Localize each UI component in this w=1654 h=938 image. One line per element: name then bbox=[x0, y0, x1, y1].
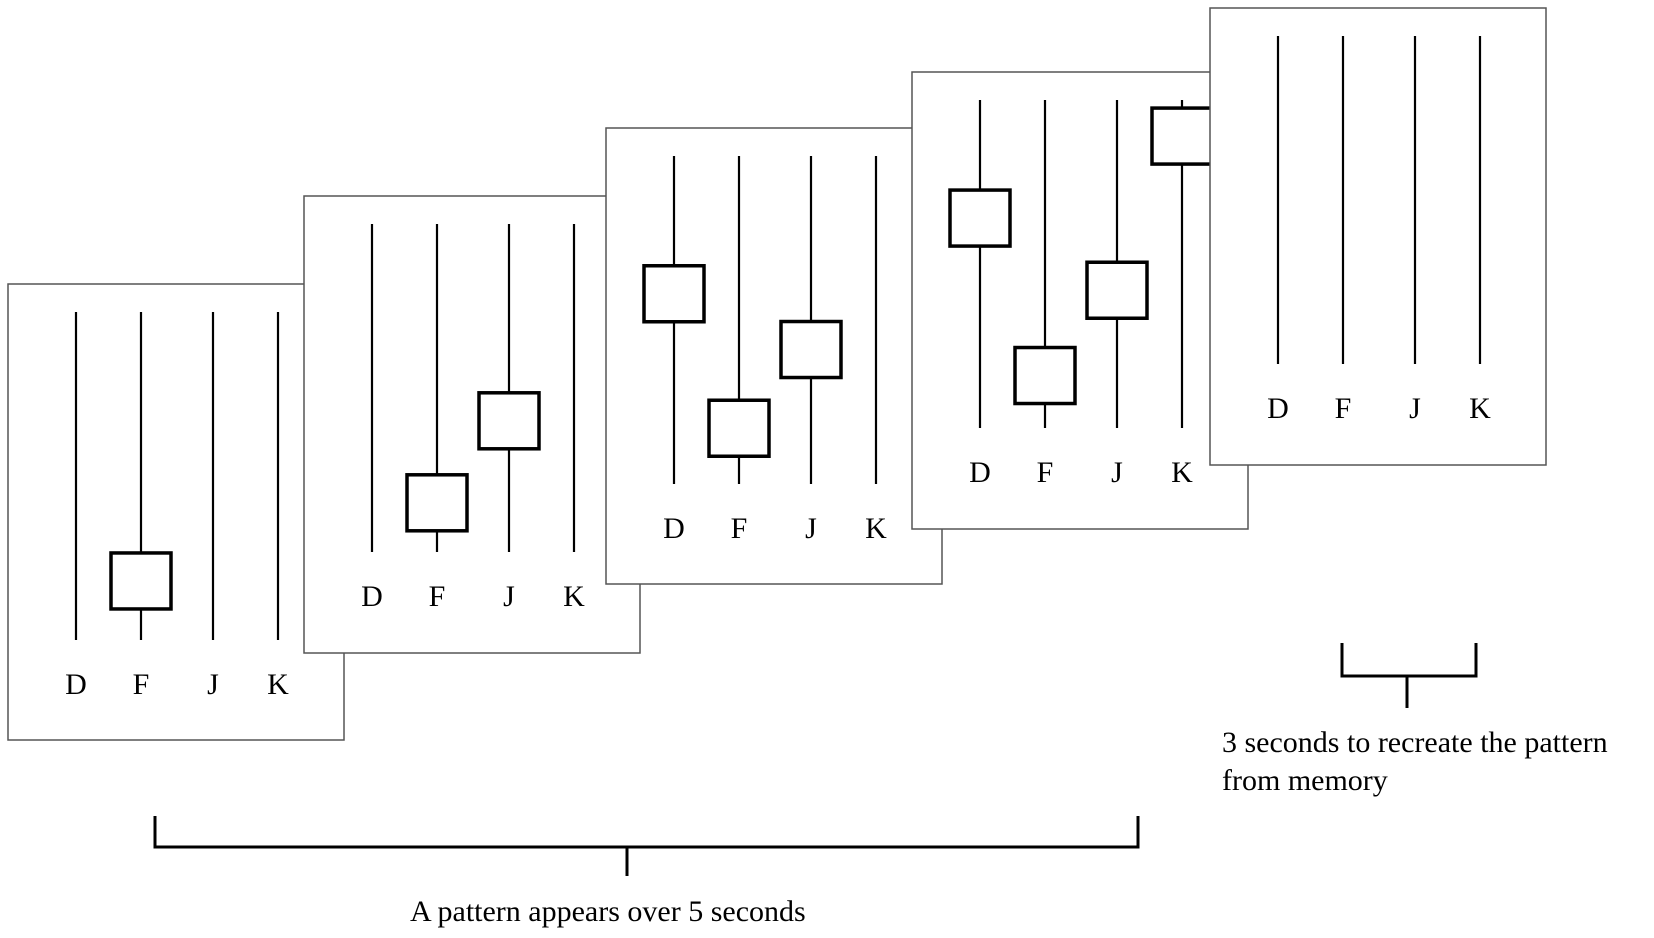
key-label-j: J bbox=[1409, 392, 1421, 425]
key-label-d: D bbox=[663, 512, 685, 545]
key-label-k: K bbox=[267, 668, 289, 701]
recreate-caption-line2: from memory bbox=[1222, 764, 1388, 797]
key-label-f: F bbox=[133, 668, 150, 701]
key-label-f: F bbox=[731, 512, 748, 545]
frame-5-panel bbox=[1209, 7, 1547, 466]
recreate-caption-line1: 3 seconds to recreate the pattern bbox=[1222, 726, 1608, 759]
key-label-j: J bbox=[503, 580, 515, 613]
key-label-j: J bbox=[1111, 456, 1123, 489]
key-label-k: K bbox=[1171, 456, 1193, 489]
key-label-d: D bbox=[65, 668, 87, 701]
note-block-f bbox=[405, 473, 469, 533]
pattern-caption: A pattern appears over 5 seconds bbox=[410, 895, 806, 928]
frames-layer: D F J K D F J K D F J K D F J K D F J K bbox=[7, 7, 1547, 741]
note-block-j bbox=[779, 319, 843, 380]
note-block-d bbox=[642, 264, 706, 324]
note-block-j bbox=[1085, 260, 1149, 320]
note-block-d bbox=[948, 188, 1012, 248]
key-label-j: J bbox=[805, 512, 817, 545]
key-label-f: F bbox=[429, 580, 446, 613]
key-label-f: F bbox=[1335, 392, 1352, 425]
pattern-bracket bbox=[153, 816, 1140, 876]
key-label-k: K bbox=[865, 512, 887, 545]
note-block-f bbox=[1013, 345, 1077, 406]
key-label-d: D bbox=[969, 456, 991, 489]
note-block-k bbox=[1150, 106, 1214, 166]
note-block-f bbox=[109, 551, 173, 611]
key-label-d: D bbox=[361, 580, 383, 613]
note-block-f bbox=[707, 398, 771, 458]
key-label-k: K bbox=[563, 580, 585, 613]
frame-1-panel bbox=[7, 283, 345, 741]
key-label-k: K bbox=[1469, 392, 1491, 425]
frame-2-panel bbox=[303, 195, 641, 654]
note-block-j bbox=[477, 391, 541, 451]
frame-3-panel bbox=[605, 127, 943, 585]
key-label-f: F bbox=[1037, 456, 1054, 489]
key-label-j: J bbox=[207, 668, 219, 701]
recreate-bracket bbox=[1340, 643, 1478, 708]
key-label-d: D bbox=[1267, 392, 1289, 425]
